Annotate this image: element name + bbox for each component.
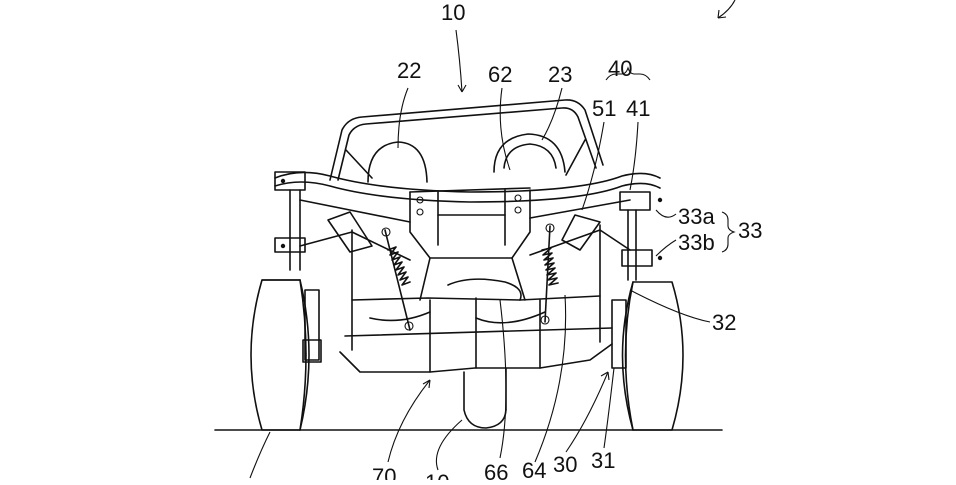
label-32: 32	[712, 310, 736, 335]
central-frame	[409, 187, 531, 259]
label-33a: 33a	[678, 204, 715, 229]
label-40: 40	[608, 56, 632, 81]
label-31: 31	[591, 448, 615, 473]
label-64: 64	[522, 458, 546, 480]
label-66: 66	[484, 460, 508, 480]
label-10-top: 10	[441, 0, 465, 25]
label-70: 70	[372, 464, 396, 480]
label-33b: 33b	[678, 230, 715, 255]
right-shock-absorber	[540, 223, 559, 325]
lower-frame	[339, 224, 613, 373]
label-62: 62	[488, 62, 512, 87]
right-wheel	[621, 281, 684, 431]
label-30: 30	[553, 452, 577, 477]
right-suspension-arms	[529, 199, 631, 256]
upper-cross-member	[274, 171, 661, 203]
label-10-bottom: 10	[425, 470, 449, 480]
right-knuckle	[611, 191, 663, 369]
left-shock-absorber	[381, 227, 414, 331]
left-knuckle	[274, 171, 322, 363]
roll-cage	[329, 99, 604, 181]
left-wheel	[250, 279, 310, 431]
label-23: 23	[548, 62, 572, 87]
label-22: 22	[397, 58, 421, 83]
final-drive-housing	[463, 367, 507, 429]
label-51: 51	[592, 96, 616, 121]
leader-lines	[249, 0, 736, 479]
label-41: 41	[626, 96, 650, 121]
label-33: 33	[738, 218, 762, 243]
